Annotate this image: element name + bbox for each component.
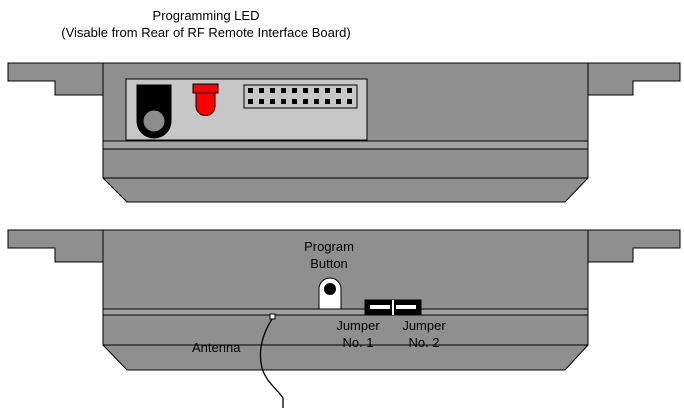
left-flange <box>7 62 104 96</box>
right-flange <box>587 62 681 96</box>
header-pin <box>259 99 264 104</box>
jumper2-label-line1: Jumper <box>402 318 446 333</box>
housing-seam <box>102 140 589 150</box>
lower-housing <box>102 148 589 203</box>
header-pin <box>270 88 275 93</box>
header-pin <box>325 88 330 93</box>
program-button-label-line2: Button <box>310 256 348 271</box>
header-pin <box>248 99 253 104</box>
jumper1-label-line1: Jumper <box>336 318 380 333</box>
header-pin <box>336 88 341 93</box>
header-pin <box>281 99 286 104</box>
header-pin <box>303 88 308 93</box>
header-pin <box>248 88 253 93</box>
header-pin <box>292 99 297 104</box>
header-pin <box>270 99 275 104</box>
jumper2-label-line2: No. 2 <box>408 335 439 350</box>
jumper-block <box>364 299 422 316</box>
header-pin <box>303 99 308 104</box>
right-flange-bottom <box>587 229 681 263</box>
power-jack <box>136 84 172 139</box>
led-label-line2: (Visable from Rear of RF Remote Interfac… <box>61 25 351 40</box>
header-pin <box>347 99 352 104</box>
antenna-label: Antenna <box>192 340 241 355</box>
jumper1-label-line2: No. 1 <box>342 335 373 350</box>
header-pin <box>325 99 330 104</box>
header-pin <box>336 99 341 104</box>
bottom-view: Program Button Jumper No. 1 Jumper No. 2… <box>7 229 681 408</box>
program-button <box>318 277 342 310</box>
header-pin <box>259 88 264 93</box>
header-pin <box>281 88 286 93</box>
programming-led <box>192 83 219 116</box>
header-pin <box>347 88 352 93</box>
left-flange-bottom <box>7 229 104 263</box>
pin-header <box>243 84 358 109</box>
header-pin <box>292 88 297 93</box>
top-view: Programming LED (Visable from Rear of RF… <box>7 8 681 203</box>
antenna-wire <box>259 313 284 408</box>
header-pin <box>314 99 319 104</box>
upper-housing-bottom <box>102 229 589 310</box>
housing-seam-bottom <box>102 308 589 316</box>
program-button-label-line1: Program <box>304 239 354 254</box>
header-pin <box>314 88 319 93</box>
led-label-line1: Programming LED <box>153 8 260 23</box>
